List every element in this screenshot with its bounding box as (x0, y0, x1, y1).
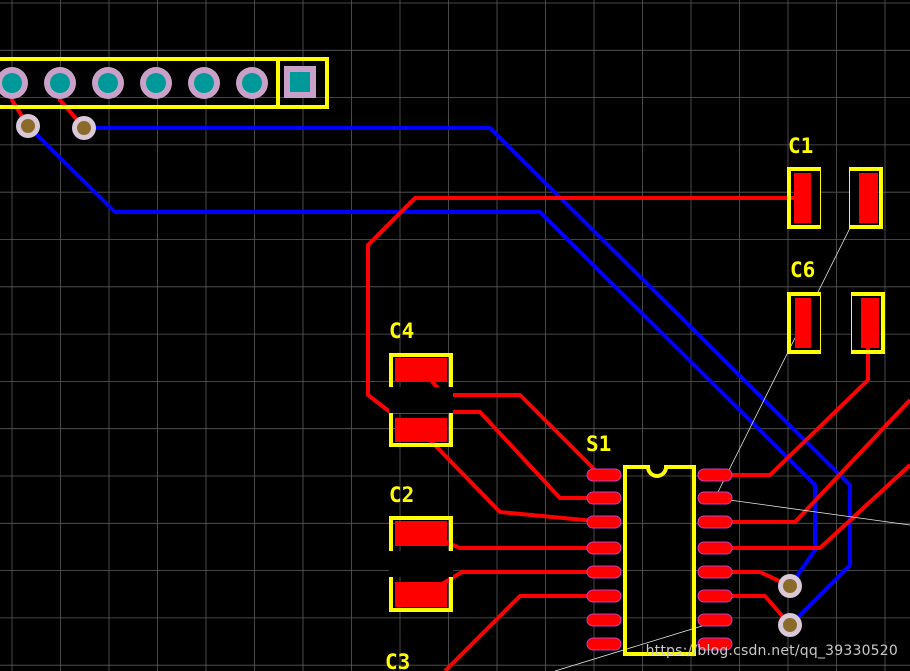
s1-pad-right[interactable] (697, 468, 733, 482)
ratsnest-3 (554, 621, 716, 671)
capacitor-c6[interactable] (787, 292, 885, 354)
s1-pad-left[interactable] (586, 565, 622, 579)
designator-c1: C1 (788, 134, 813, 158)
capacitor-c2[interactable] (389, 516, 453, 612)
bottom-layer-traces (26, 124, 852, 627)
top-trace-c3-s1[interactable] (443, 594, 605, 671)
s1-pad-left[interactable] (586, 468, 622, 482)
top-trace-c4b-s1[interactable] (420, 430, 606, 524)
header-pin-hole (50, 73, 70, 93)
top-trace-edge-1[interactable] (715, 398, 910, 524)
s1-pad-right[interactable] (697, 565, 733, 579)
designator-c3: C3 (385, 650, 410, 671)
via-hole (783, 618, 797, 632)
header-pin-hole (242, 73, 262, 93)
top-trace-c6-s1[interactable] (715, 330, 870, 477)
header-square-hole (290, 72, 310, 92)
via-hole (77, 121, 91, 135)
top-trace-c1-loop[interactable] (366, 196, 800, 500)
s1-pad-right[interactable] (697, 589, 733, 603)
vias (16, 114, 802, 637)
designator-c2: C2 (389, 483, 414, 507)
capacitor-c1[interactable] (787, 167, 883, 229)
s1-pad-right[interactable] (697, 515, 733, 529)
ratsnest-2 (714, 497, 910, 526)
header-pin-hole (146, 73, 166, 93)
top-trace-edge-2[interactable] (715, 463, 910, 550)
designator-c6: C6 (790, 258, 815, 282)
s1-pad-right[interactable] (697, 541, 733, 555)
s1-pad-left[interactable] (586, 637, 622, 651)
s1-pad-left[interactable] (586, 589, 622, 603)
pin-header (0, 57, 329, 109)
s1-pad-left[interactable] (586, 515, 622, 529)
header-pin-hole (2, 73, 22, 93)
s1-pad-right[interactable] (697, 491, 733, 505)
bottom-trace-1[interactable] (84, 126, 852, 627)
s1-pad-left[interactable] (586, 491, 622, 505)
ic-s1-outline (623, 465, 696, 656)
designator-s1: S1 (586, 432, 611, 456)
s1-pad-left[interactable] (586, 613, 622, 627)
s1-pad-right[interactable] (697, 637, 733, 651)
bottom-trace-2[interactable] (26, 124, 817, 588)
header-pin-hole (98, 73, 118, 93)
ic-s1[interactable] (586, 465, 733, 656)
via-hole (21, 119, 35, 133)
watermark: https://blog.csdn.net/qq_39330520 (645, 643, 898, 659)
s1-pad-left[interactable] (586, 541, 622, 555)
s1-pad-right[interactable] (697, 613, 733, 627)
designator-c4: C4 (389, 319, 414, 343)
header-pin-hole (194, 73, 214, 93)
capacitor-c4[interactable] (389, 353, 453, 447)
via-hole (783, 579, 797, 593)
header-outline (0, 57, 329, 109)
